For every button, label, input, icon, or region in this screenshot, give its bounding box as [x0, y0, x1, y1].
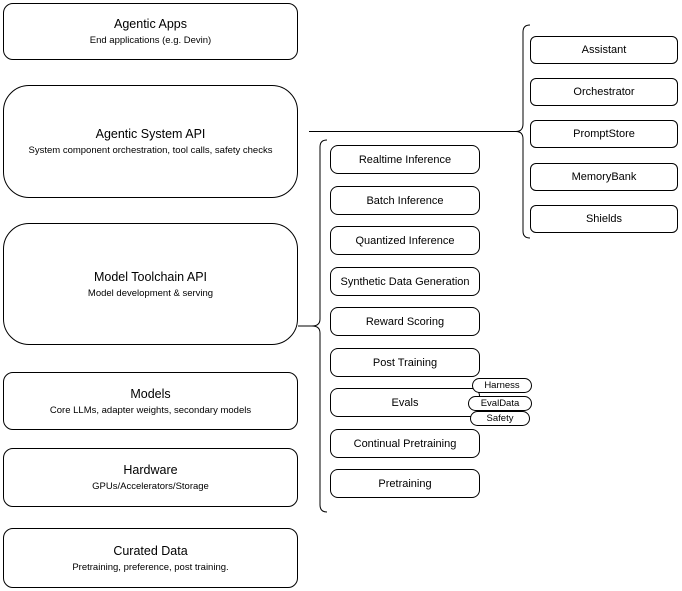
- box-label: Reward Scoring: [365, 315, 445, 328]
- box-subtitle: Model development & serving: [87, 287, 214, 299]
- box-synthetic-data-generation: Synthetic Data Generation: [330, 267, 480, 296]
- tag-label: Safety: [486, 413, 514, 424]
- box-subtitle: GPUs/Accelerators/Storage: [92, 481, 209, 492]
- toolchain-group-brace: [311, 139, 328, 513]
- box-label: Pretraining: [378, 477, 432, 490]
- box-title: Hardware: [123, 463, 178, 477]
- system-group-brace: [515, 24, 531, 239]
- box-subtitle: Core LLMs, adapter weights, secondary mo…: [49, 404, 252, 416]
- box-title: Curated Data: [113, 543, 188, 558]
- box-model-toolchain-api: Model Toolchain API Model development & …: [3, 223, 298, 345]
- box-label: Evals: [391, 396, 419, 409]
- box-shields: Shields: [530, 205, 678, 233]
- box-reward-scoring: Reward Scoring: [330, 307, 480, 336]
- box-title: Agentic Apps: [114, 17, 187, 31]
- box-agentic-apps: Agentic Apps End applications (e.g. Devi…: [3, 3, 298, 60]
- tag-harness: Harness: [472, 378, 532, 393]
- box-label: Shields: [585, 213, 623, 225]
- tag-label: Harness: [484, 380, 520, 391]
- box-quantized-inference: Quantized Inference: [330, 226, 480, 255]
- box-subtitle: System component orchestration, tool cal…: [28, 145, 273, 156]
- box-label: Continual Pretraining: [353, 437, 457, 450]
- box-continual-pretraining: Continual Pretraining: [330, 429, 480, 458]
- box-orchestrator: Orchestrator: [530, 78, 678, 106]
- box-evals: Evals: [330, 388, 480, 417]
- box-subtitle: End applications (e.g. Devin): [89, 35, 212, 46]
- box-label: Realtime Inference: [358, 153, 452, 166]
- tag-label: EvalData: [480, 398, 520, 409]
- box-label: Assistant: [581, 44, 627, 56]
- box-realtime-inference: Realtime Inference: [330, 145, 480, 174]
- box-label: Synthetic Data Generation: [340, 275, 470, 288]
- box-promptstore: PromptStore: [530, 120, 678, 148]
- tag-evaldata: EvalData: [468, 396, 532, 411]
- box-subtitle: Pretraining, preference, post training.: [72, 561, 229, 573]
- box-post-training: Post Training: [330, 348, 480, 377]
- box-title: Agentic System API: [95, 127, 206, 141]
- box-label: Post Training: [372, 356, 438, 369]
- box-pretraining: Pretraining: [330, 469, 480, 498]
- box-assistant: Assistant: [530, 36, 678, 64]
- box-curated-data: Curated Data Pretraining, preference, po…: [3, 528, 298, 588]
- tag-safety: Safety: [470, 411, 530, 426]
- box-label: MemoryBank: [571, 171, 637, 183]
- box-label: Quantized Inference: [355, 234, 455, 247]
- box-memorybank: MemoryBank: [530, 163, 678, 191]
- box-label: Orchestrator: [573, 86, 635, 98]
- box-title: Model Toolchain API: [93, 269, 208, 284]
- box-label: PromptStore: [573, 128, 635, 140]
- box-title: Models: [130, 386, 171, 401]
- box-models: Models Core LLMs, adapter weights, secon…: [3, 372, 298, 430]
- box-label: Batch Inference: [366, 194, 444, 207]
- box-hardware: Hardware GPUs/Accelerators/Storage: [3, 448, 298, 507]
- box-batch-inference: Batch Inference: [330, 186, 480, 215]
- box-agentic-system-api: Agentic System API System component orch…: [3, 85, 298, 198]
